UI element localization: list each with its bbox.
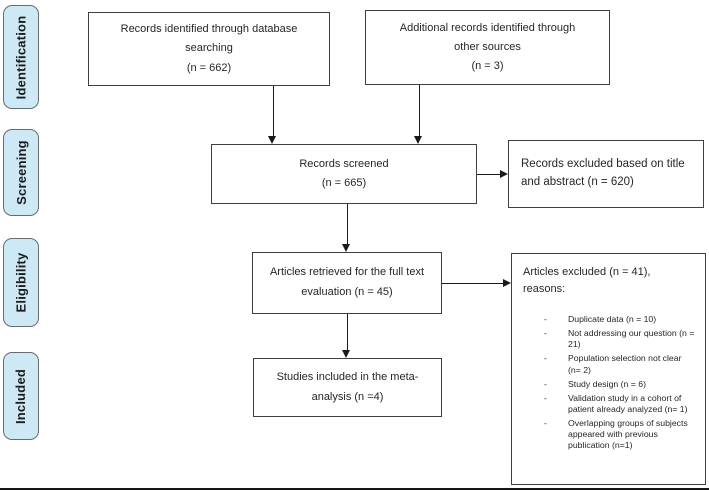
- box-records-excluded-text: Records excluded based on title and abst…: [521, 158, 685, 188]
- arrow-screened-to-fulltext-head: [342, 244, 350, 252]
- box-additional-records: Additional records identified through ot…: [365, 10, 610, 85]
- arrow-fulltext-to-included-line: [346, 314, 348, 351]
- exclusion-reason: Study design (n = 6): [542, 379, 695, 390]
- stage-screening-label: Screening: [13, 140, 29, 205]
- box-additional-records-text: Additional records identified through ot…: [399, 21, 576, 53]
- box-records-screened: Records screened (n = 665): [211, 144, 477, 204]
- arrow-other-to-screened-head: [414, 136, 422, 144]
- exclusion-reason: Population selection not clear (n= 2): [542, 353, 695, 375]
- stage-identification: Identification: [3, 5, 39, 109]
- box-records-database: Records identified through database sear…: [88, 12, 330, 86]
- exclusion-reason: Overlapping groups of subjects appeared …: [542, 418, 695, 451]
- stage-included-label: Included: [13, 368, 29, 424]
- figure-bottom-rule: [0, 488, 709, 490]
- stage-screening: Screening: [3, 129, 39, 216]
- box-articles-excluded-title: Articles excluded (n = 41), reasons:: [523, 266, 651, 295]
- box-records-screened-text: Records screened: [299, 157, 389, 170]
- stage-included: Included: [3, 352, 39, 440]
- exclusion-reason: Not addressing our question (n = 21): [542, 328, 695, 350]
- box-additional-records-count: (n = 3): [471, 60, 504, 73]
- arrow-other-to-screened-line: [418, 85, 420, 137]
- box-studies-included: Studies included in the meta-analysis (n…: [253, 358, 442, 417]
- arrow-fulltext-to-included-head: [342, 350, 350, 358]
- exclusion-reason: Validation study in a cohort of patient …: [542, 393, 695, 415]
- box-studies-included-text: Studies included in the meta-analysis (n…: [276, 370, 419, 403]
- exclusion-reason: Duplicate data (n = 10): [542, 314, 695, 325]
- arrow-screened-to-excluded-head: [500, 169, 508, 178]
- arrow-fulltext-to-excluded-line: [442, 282, 504, 284]
- arrow-database-to-screened-head: [268, 136, 276, 144]
- box-articles-excluded: Articles excluded (n = 41), reasons: Dup…: [511, 253, 706, 485]
- stage-eligibility-label: Eligibility: [13, 252, 29, 313]
- box-records-excluded: Records excluded based on title and abst…: [508, 140, 704, 208]
- arrow-database-to-screened-line: [272, 86, 274, 137]
- arrow-fulltext-to-excluded-head: [503, 278, 511, 287]
- box-full-text-text: Articles retrieved for the full text eva…: [269, 266, 425, 298]
- arrow-screened-to-excluded-line: [477, 173, 501, 175]
- stage-identification-label: Identification: [13, 15, 29, 99]
- box-records-screened-count: (n = 665): [321, 177, 367, 189]
- stage-eligibility: Eligibility: [3, 238, 39, 327]
- box-records-database-count: (n = 662): [186, 61, 232, 74]
- box-records-database-text: Records identified through database sear…: [120, 23, 298, 55]
- box-full-text: Articles retrieved for the full text eva…: [252, 252, 442, 314]
- arrow-screened-to-fulltext-line: [346, 204, 348, 245]
- exclusion-reasons-list: Duplicate data (n = 10) Not addressing o…: [542, 314, 695, 451]
